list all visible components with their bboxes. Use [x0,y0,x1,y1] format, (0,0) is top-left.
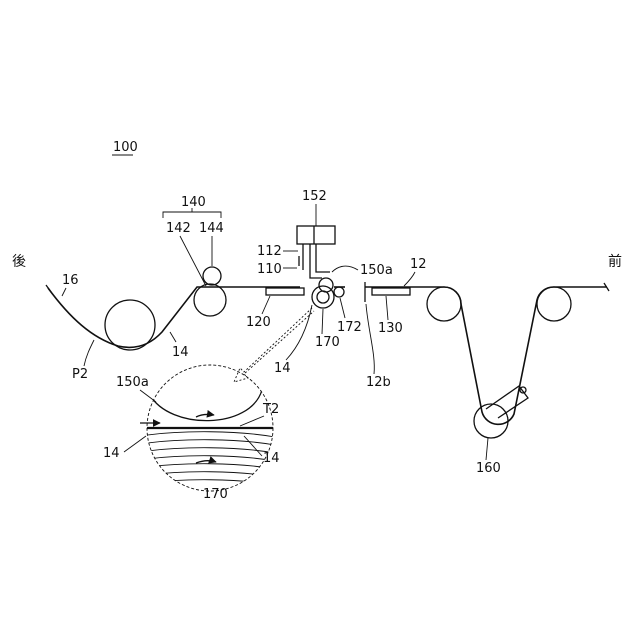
head-152 [297,226,335,244]
label-144: 144 [199,221,224,236]
large-guide-roller [105,300,155,350]
plate-120 [266,288,304,295]
figure-ref-label: 100 [113,140,138,155]
roller-right-2 [537,287,571,321]
label-14-mid: 14 [274,361,291,376]
label-172: 172 [337,320,362,335]
label-150a: 150a [360,263,393,278]
roller-172 [334,287,344,297]
label-120: 120 [246,315,271,330]
rear-direction-label: 後 [12,254,26,270]
label-170: 170 [315,335,340,350]
roller-170 [312,286,334,308]
label-142: 142 [166,221,191,236]
label-160: 160 [476,461,501,476]
label-12: 12 [410,257,427,272]
roller-right-1 [427,287,461,321]
roller-144 [203,267,221,285]
detail-view [140,365,280,491]
plate-130 [372,288,410,295]
label-14-left: 14 [172,345,189,360]
detail-label-170: 170 [203,487,228,502]
label-p2: P2 [72,367,88,382]
dancer-arm [486,386,528,418]
label-130: 130 [378,321,403,336]
label-140: 140 [181,195,206,210]
front-direction-label: 前 [608,253,622,270]
label-16: 16 [62,273,79,288]
detail-label-t2: T2 [262,402,279,417]
detail-label-14-right: 14 [263,451,280,466]
label-112: 112 [257,244,282,259]
detail-label-150a: 150a [116,375,149,390]
dancer-roller-160 [474,404,508,438]
roller-142 [194,284,226,316]
label-110: 110 [257,262,282,277]
label-12b: 12b [366,375,391,390]
label-152: 152 [302,189,327,204]
detail-label-14-left: 14 [103,446,120,461]
